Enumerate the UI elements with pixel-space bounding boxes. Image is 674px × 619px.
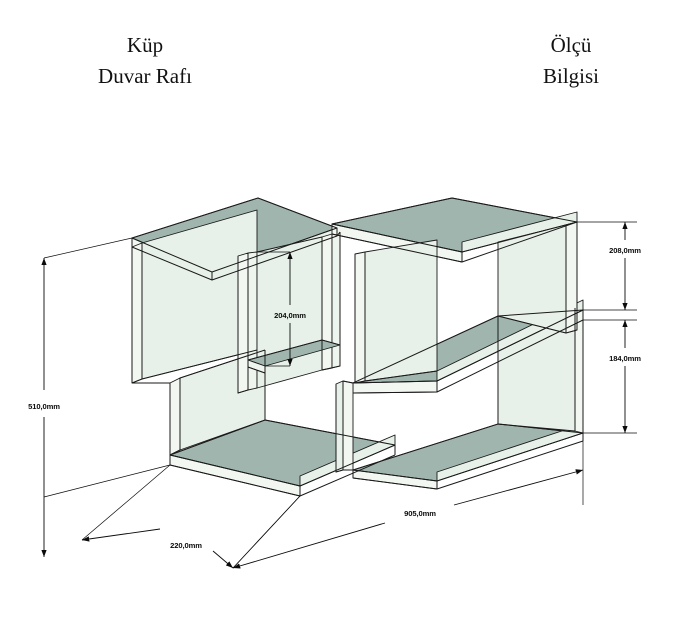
page-title-right: Ölçü Bilgisi: [496, 30, 646, 92]
dimension-label-upper-height: 208,0mm: [609, 246, 641, 255]
cube-compartment: [131, 197, 341, 394]
shelf-unit: [131, 197, 584, 497]
dimension-label-cube-inner-height: 204,0mm: [274, 311, 306, 320]
title-left-line1: Küp: [126, 33, 164, 57]
page-title-left: Küp Duvar Rafı: [30, 30, 260, 92]
dimension-overall-height: 510,0mm: [28, 258, 60, 557]
dimension-cube-inner-height: 204,0mm: [274, 252, 306, 366]
dimension-label-overall-height: 510,0mm: [28, 402, 60, 411]
dimension-lower-height: 184,0mm: [609, 320, 641, 433]
title-right-line1: Ölçü: [550, 33, 592, 57]
dimension-depth: 220,0mm: [81, 528, 234, 569]
title-right-line2: Bilgisi: [542, 64, 600, 88]
title-left-line2: Duvar Rafı: [98, 64, 192, 88]
dimension-label-depth: 220,0mm: [170, 541, 202, 550]
dimension-upper-height: 208,0mm: [609, 222, 641, 310]
dimension-overall-width: 905,0mm: [232, 469, 584, 569]
extension-lines: [43, 221, 637, 569]
dimension-label-overall-width: 905,0mm: [404, 509, 436, 518]
dimension-label-lower-height: 184,0mm: [609, 354, 641, 363]
